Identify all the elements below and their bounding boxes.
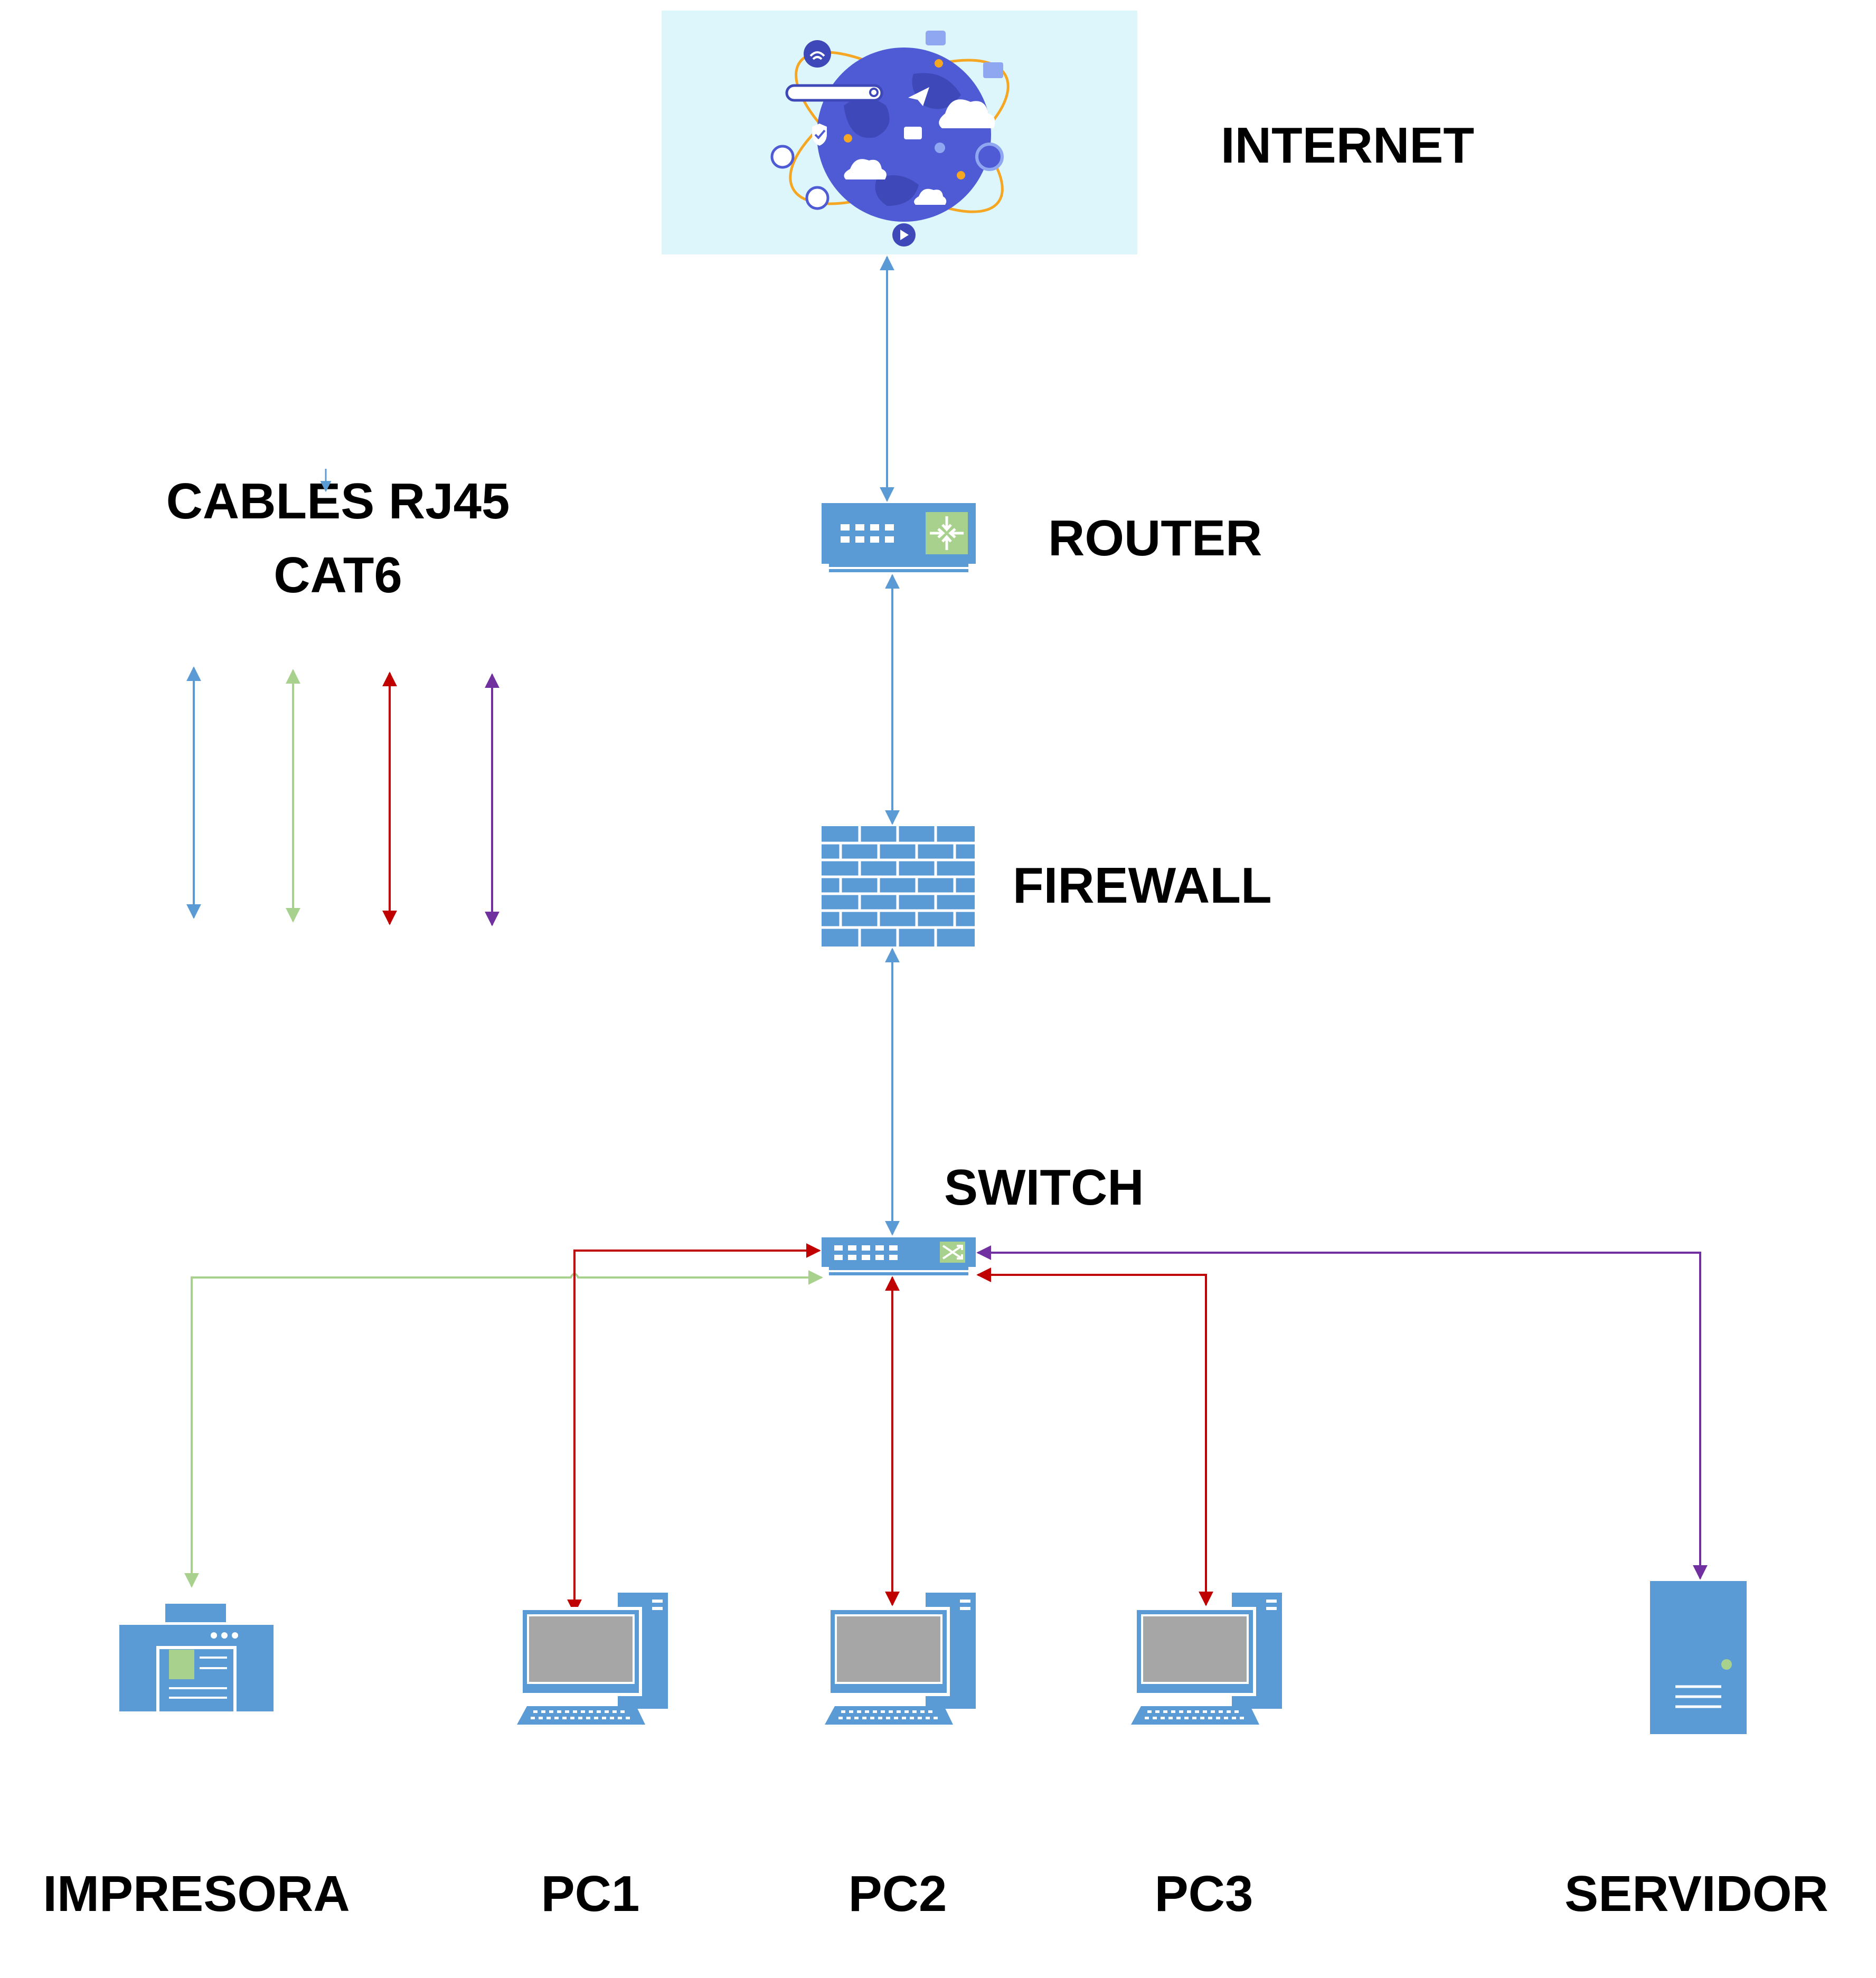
legend-title-line2: CAT6 bbox=[274, 547, 402, 603]
connections bbox=[184, 255, 1708, 1614]
server-label: SERVIDOR bbox=[1564, 1866, 1828, 1922]
firewall-label: FIREWALL bbox=[1013, 857, 1272, 914]
globe-icon bbox=[770, 31, 1010, 247]
internet-node bbox=[662, 11, 1137, 254]
cable-switch-pc1 bbox=[567, 1243, 821, 1614]
desktop-computer-icon bbox=[825, 1593, 976, 1725]
server-tower-icon bbox=[1650, 1581, 1747, 1734]
legend-title-line1: CABLES RJ45 bbox=[166, 473, 510, 529]
cable-switch-printer bbox=[184, 1270, 823, 1588]
network-switch-icon bbox=[822, 1237, 976, 1275]
cable-switch-server bbox=[976, 1245, 1708, 1580]
desktop-computer-icon bbox=[517, 1593, 668, 1725]
pc3-label: PC3 bbox=[1155, 1866, 1253, 1922]
pc2-label: PC2 bbox=[849, 1866, 947, 1922]
router-icon bbox=[822, 503, 976, 572]
switch-label: SWITCH bbox=[944, 1159, 1144, 1216]
pc1-label: PC1 bbox=[541, 1866, 640, 1922]
brick-wall-icon bbox=[822, 826, 975, 947]
desktop-computer-icon bbox=[1131, 1593, 1282, 1725]
printer-icon bbox=[119, 1604, 274, 1711]
router-label: ROUTER bbox=[1048, 510, 1262, 566]
cable-switch-pc3 bbox=[976, 1267, 1213, 1606]
printer-label: IMPRESORA bbox=[43, 1866, 350, 1922]
cable-legend: CABLES RJ45 CAT6 bbox=[166, 469, 510, 926]
internet-label: INTERNET bbox=[1221, 117, 1474, 174]
